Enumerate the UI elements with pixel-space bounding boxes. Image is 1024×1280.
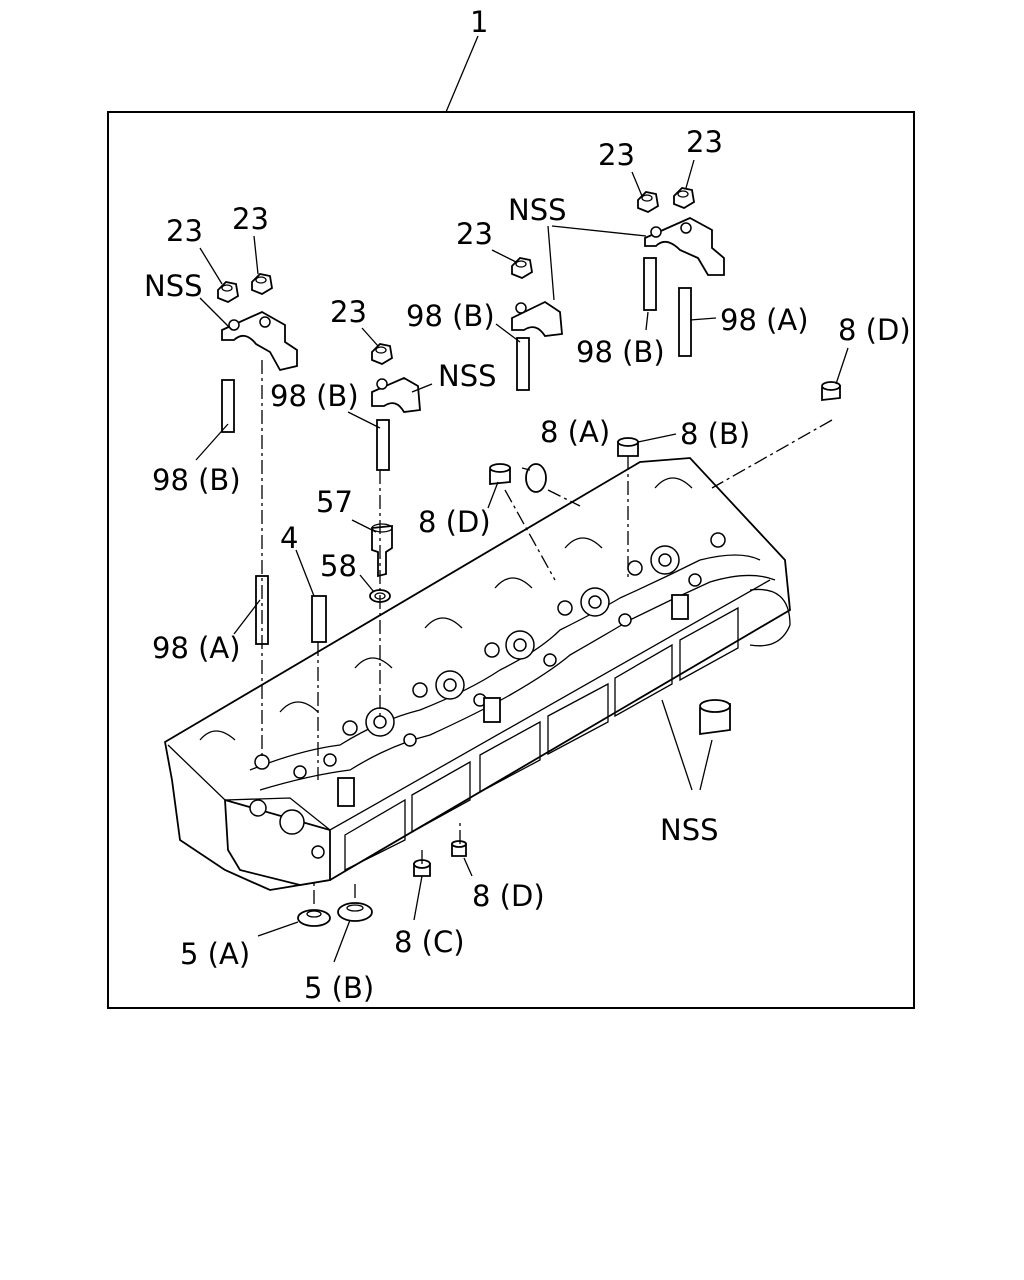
nut-23-e	[637, 191, 659, 214]
callout-98b-1: 98 (B)	[152, 463, 241, 497]
callout-98b-3: 98 (B)	[406, 299, 495, 333]
callout-8d-bottom: 8 (D)	[472, 879, 545, 913]
cylinder-head	[164, 457, 791, 891]
callout-23-b: 23	[232, 202, 269, 236]
cam-journal-group	[199, 477, 693, 741]
leader-group	[195, 159, 849, 963]
seal-5b	[337, 902, 373, 922]
locating-dowel-1	[337, 777, 355, 807]
callout-98b-4: 98 (B)	[576, 335, 665, 369]
stud-98b-2	[376, 419, 390, 471]
callout-98b-2: 98 (B)	[270, 379, 359, 413]
callout-5b: 5 (B)	[304, 971, 374, 1005]
nut-group	[217, 187, 695, 366]
callout-23-c: 23	[330, 295, 367, 329]
cup-plug-nss	[699, 699, 731, 736]
pin-4	[311, 595, 327, 643]
front-bore	[279, 809, 305, 835]
locating-dowel-3	[671, 594, 689, 620]
callout-group: 23 23 NSS 98 (B) 98 (A) 4 57 58 23 98 (B…	[144, 125, 911, 1005]
callout-98a-1: 98 (A)	[720, 303, 809, 337]
callout-57: 57	[316, 485, 353, 519]
plug-8a	[525, 463, 547, 493]
bearing-cap-2	[371, 376, 421, 413]
stud-98b-4	[643, 257, 657, 311]
nut-23-b	[251, 273, 273, 296]
plug-8d-bottom	[451, 840, 467, 857]
valve-seat-group	[254, 532, 726, 779]
callout-nss-3: NSS	[508, 193, 567, 227]
stud-98a-1	[678, 287, 692, 357]
front-hole-1	[249, 799, 267, 817]
callout-98a-2: 98 (A)	[152, 631, 241, 665]
locating-dowel-2	[483, 697, 501, 723]
callout-8d-top: 8 (D)	[838, 313, 911, 347]
nut-23-d	[511, 257, 533, 280]
head-front-face	[224, 798, 331, 886]
callout-1: 1	[470, 5, 488, 39]
gasket-path-inner	[259, 574, 776, 791]
centerline-group	[261, 360, 833, 904]
leader-1	[445, 35, 479, 113]
plug-8d-mid	[489, 463, 511, 485]
plug-8b	[617, 437, 639, 457]
callout-58: 58	[320, 549, 357, 583]
callout-23-e: 23	[598, 138, 635, 172]
stud-98b-3	[516, 337, 530, 391]
stud-98b-1	[221, 379, 235, 433]
callout-4: 4	[280, 521, 298, 555]
front-hole-2	[311, 845, 325, 859]
callout-8b: 8 (B)	[680, 417, 750, 451]
plug-8d-top	[821, 381, 841, 402]
bearing-cap-3	[511, 300, 563, 337]
callout-23-f: 23	[686, 125, 723, 159]
bearing-cap-1	[221, 310, 298, 372]
callout-8a: 8 (A)	[540, 415, 610, 449]
nut-23-a	[217, 281, 239, 304]
callout-5a: 5 (A)	[180, 937, 250, 971]
nut-23-f	[673, 187, 695, 210]
assembly-frame	[107, 111, 915, 1009]
callout-nss-1: NSS	[144, 269, 203, 303]
callout-8c: 8 (C)	[394, 925, 465, 959]
injector-sleeve-57	[371, 523, 393, 578]
head-deck-edge	[167, 579, 771, 831]
callout-nss-4: NSS	[660, 813, 719, 847]
bearing-cap-4	[644, 216, 725, 276]
callout-23-a: 23	[166, 214, 203, 248]
rear-face	[749, 588, 791, 647]
side-port-group	[344, 606, 739, 872]
callout-8d-mid: 8 (D)	[418, 505, 491, 539]
nut-23-c	[371, 343, 393, 366]
callout-23-d: 23	[456, 217, 493, 251]
callout-nss-2: NSS	[438, 359, 497, 393]
seal-5a	[297, 909, 331, 927]
